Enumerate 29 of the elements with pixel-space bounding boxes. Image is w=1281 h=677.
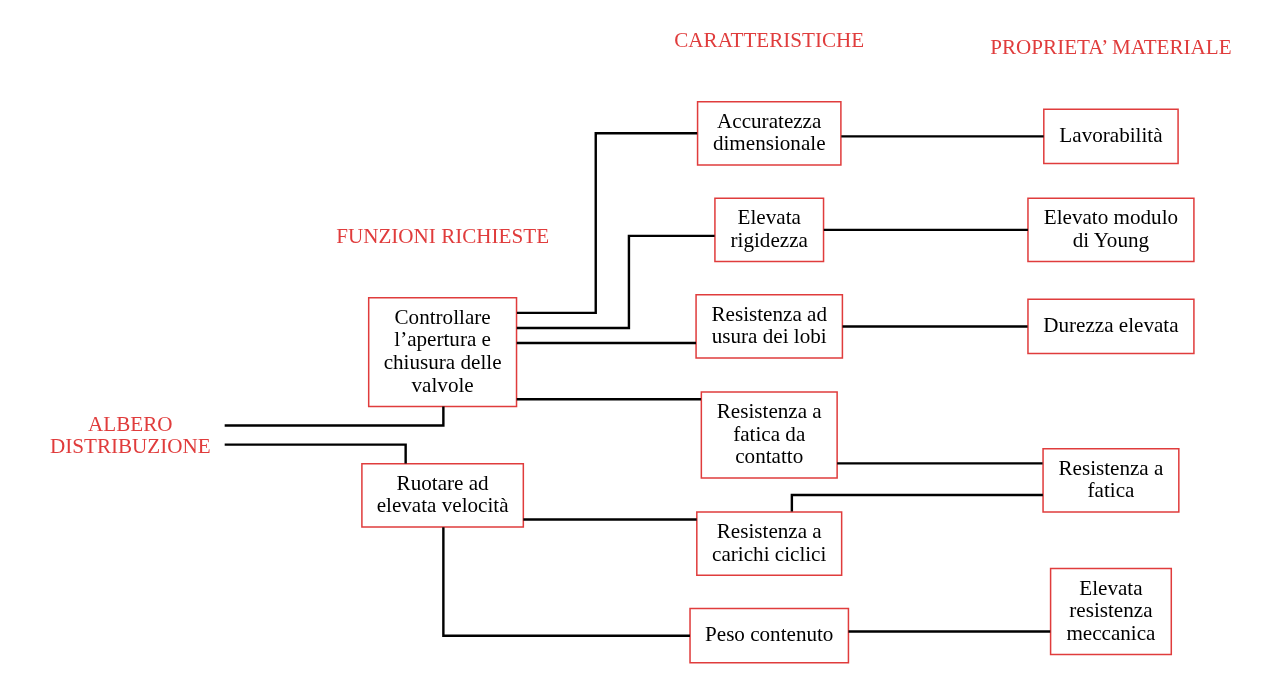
connector [836, 462, 1043, 465]
connector [842, 325, 1028, 328]
connector [522, 518, 697, 521]
node-box: Elevato modulo di Young [1026, 197, 1195, 263]
node-box: Resistenza a fatica [1041, 447, 1180, 513]
node-box: Accuratezza dimensionale [696, 100, 842, 166]
node-box: Controllare l’apertura e chiusura delle valvole [367, 297, 517, 408]
node-box: Elevata resistenza meccanica [1049, 567, 1172, 656]
node-box: Resistenza a carichi ciclici [695, 511, 842, 577]
label: FUNZIONI RICHIESTE [335, 224, 549, 248]
connector [516, 398, 701, 401]
label: CARATTERISTICHE [673, 27, 864, 52]
connector [848, 630, 1050, 633]
connector [441, 527, 690, 637]
node-text: ALBERO DISTRIBUZIONE [49, 411, 211, 459]
label: PROPRIETA’ MATERIALE [989, 35, 1232, 60]
connector [840, 135, 1044, 138]
connector [516, 132, 697, 315]
connector [516, 234, 715, 330]
node-box: Lavorabilità [1042, 108, 1179, 165]
node-box: Ruotare ad elevata velocità [360, 462, 524, 528]
node-box: Elevata rigidezza [713, 197, 824, 263]
node-box: Durezza elevata [1026, 298, 1195, 355]
node-box: Resistenza a fatica da contatto [700, 391, 838, 479]
node-box: Peso contenuto [688, 607, 849, 664]
node-box: Resistenza ad usura dei lobi [694, 294, 843, 359]
connector [790, 493, 1043, 512]
connector [516, 341, 696, 345]
connector [823, 228, 1028, 232]
